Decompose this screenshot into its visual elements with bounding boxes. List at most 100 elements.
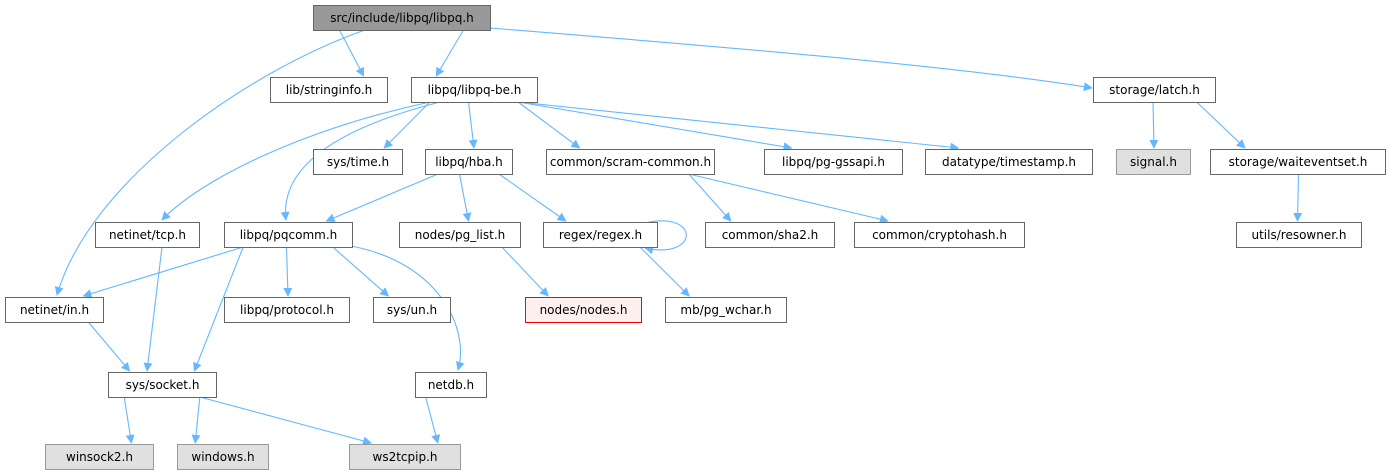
node-label: libpq/pg-gssapi.h [782, 155, 885, 169]
node-label: netdb.h [428, 378, 474, 392]
node-sha2[interactable]: common/sha2.h [705, 222, 835, 248]
edge-libpqbe-to-scram [517, 101, 581, 149]
node-box [1116, 149, 1191, 175]
edge-libpq-to-stringinfo [339, 29, 365, 77]
node-timestamp[interactable]: datatype/timestamp.h [925, 149, 1093, 175]
node-netin[interactable]: netinet/in.h [5, 297, 104, 323]
node-box [925, 149, 1093, 175]
node-label: src/include/libpq/libpq.h [330, 11, 474, 25]
node-box [525, 297, 642, 323]
node-sysun[interactable]: sys/un.h [373, 297, 451, 323]
edge-scram-to-sha2 [688, 173, 732, 222]
node-box [1210, 149, 1386, 175]
edge-pglist-to-nodes [501, 246, 549, 297]
node-netdb[interactable]: netdb.h [415, 372, 487, 398]
node-box [399, 222, 521, 248]
node-box [411, 77, 538, 103]
node-waiteventset[interactable]: storage/waiteventset.h [1210, 149, 1386, 175]
node-box [543, 222, 658, 248]
edge-socket-to-ws2tcpip [199, 396, 373, 446]
node-ws2tcpip[interactable]: ws2tcpip.h [349, 444, 461, 470]
edge-pqcomm-to-socket [193, 246, 244, 372]
node-label: storage/latch.h [1109, 83, 1200, 97]
edge-pqcomm-to-sysun [332, 246, 390, 297]
node-box [313, 5, 491, 31]
node-label: libpq/pqcomm.h [240, 228, 338, 242]
edge-libpqbe-to-hba [467, 101, 478, 149]
node-label: regex/regex.h [559, 228, 642, 242]
node-pglist[interactable]: nodes/pg_list.h [399, 222, 521, 248]
node-windows[interactable]: windows.h [177, 444, 269, 470]
node-label: sys/socket.h [126, 378, 200, 392]
edge-scram-to-cryptohash [688, 173, 889, 224]
node-label: lib/stringinfo.h [286, 83, 373, 97]
edge-libpqbe-to-gssapi [518, 101, 793, 152]
node-pqcomm[interactable]: libpq/pqcomm.h [224, 222, 353, 248]
node-label: datatype/timestamp.h [942, 155, 1076, 169]
node-box [764, 149, 903, 175]
node-socket[interactable]: sys/socket.h [108, 372, 217, 398]
node-box [705, 222, 835, 248]
node-label: signal.h [1130, 155, 1177, 169]
edge-regex-to-pgwchar [639, 246, 690, 297]
node-box [5, 297, 104, 323]
node-box [108, 372, 217, 398]
node-stringinfo[interactable]: lib/stringinfo.h [270, 77, 388, 103]
edge-socket-to-windows [191, 396, 201, 444]
node-resowner[interactable]: utils/resowner.h [1236, 222, 1362, 248]
node-label: utils/resowner.h [1252, 228, 1347, 242]
node-label: libpq/hba.h [435, 155, 503, 169]
edge-hba-to-pqcomm [325, 173, 439, 223]
node-label: common/scram-common.h [550, 155, 711, 169]
edge-latch-to-waiteventset [1196, 101, 1246, 149]
node-libpq[interactable]: src/include/libpq/libpq.h [313, 5, 491, 31]
node-label: netinet/in.h [20, 303, 89, 317]
node-label: libpq/protocol.h [240, 303, 334, 317]
node-scram[interactable]: common/scram-common.h [546, 149, 715, 175]
node-label: netinet/tcp.h [109, 228, 186, 242]
node-label: windows.h [191, 450, 254, 464]
node-box [270, 77, 388, 103]
edge-libpq-to-libpqbe [435, 29, 464, 77]
node-label: winsock2.h [66, 450, 133, 464]
node-winsock2[interactable]: winsock2.h [45, 444, 154, 470]
node-box [546, 149, 715, 175]
node-gssapi[interactable]: libpq/pg-gssapi.h [764, 149, 903, 175]
node-box [349, 444, 461, 470]
node-label: nodes/nodes.h [540, 303, 628, 317]
node-nodes[interactable]: nodes/nodes.h [525, 297, 642, 323]
edge-tcp-to-socket [143, 246, 163, 372]
node-label: common/cryptohash.h [872, 228, 1007, 242]
node-regex[interactable]: regex/regex.h [543, 222, 658, 248]
node-box [177, 444, 269, 470]
node-cryptohash[interactable]: common/cryptohash.h [854, 222, 1025, 248]
node-latch[interactable]: storage/latch.h [1093, 77, 1216, 103]
edge-netdb-to-ws2tcpip [425, 396, 441, 444]
node-label: nodes/pg_list.h [415, 228, 506, 242]
node-protocol[interactable]: libpq/protocol.h [224, 297, 350, 323]
node-pgwchar[interactable]: mb/pg_wchar.h [665, 297, 787, 323]
nodes-layer: src/include/libpq/libpq.h lib/stringinfo.… [5, 5, 1386, 470]
node-label: sys/time.h [327, 155, 389, 169]
edge-hba-to-regex [498, 173, 567, 222]
edge-libpqbe-to-timestamp [518, 101, 960, 152]
node-hba[interactable]: libpq/hba.h [425, 149, 513, 175]
node-libpqbe[interactable]: libpq/libpq-be.h [411, 77, 538, 103]
node-label: ws2tcpip.h [373, 450, 438, 464]
edge-waiteventset-to-resowner [1293, 173, 1303, 222]
edge-latch-to-signal [1149, 101, 1159, 149]
node-box [373, 297, 451, 323]
edge-libpq-to-netin [54, 29, 366, 296]
edge-libpq-to-latch [489, 27, 1093, 92]
node-box [224, 297, 350, 323]
edge-libpqbe-to-tcp [161, 101, 431, 221]
node-label: libpq/libpq-be.h [428, 83, 522, 97]
node-tcp[interactable]: netinet/tcp.h [95, 222, 200, 248]
node-box [1093, 77, 1216, 103]
node-signal[interactable]: signal.h [1116, 149, 1191, 175]
node-systime[interactable]: sys/time.h [313, 149, 403, 175]
edge-netin-to-socket [87, 321, 131, 372]
node-label: common/sha2.h [722, 228, 819, 242]
node-box [313, 149, 403, 175]
